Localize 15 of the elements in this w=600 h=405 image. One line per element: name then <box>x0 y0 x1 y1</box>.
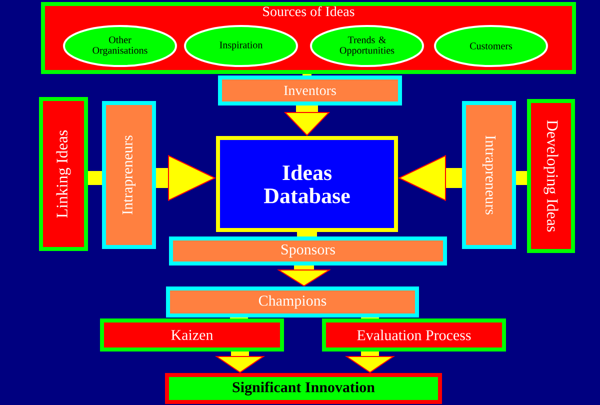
connector-bar <box>297 232 317 236</box>
connector-bar <box>302 74 312 76</box>
process-box: Linking Ideas <box>39 97 88 251</box>
database-box: Ideas Database <box>216 136 398 232</box>
process-box: Kaizen <box>100 318 284 352</box>
result-box: Significant Innovation <box>165 373 442 404</box>
role-box: Sponsors <box>169 236 447 266</box>
role-box: Champions <box>166 286 419 318</box>
process-box: Developing Ideas <box>527 99 575 253</box>
role-box: Intrapreneurs <box>462 101 516 249</box>
role-box: Inventors <box>218 76 402 106</box>
connector-bar <box>88 171 102 185</box>
role-box: Intrapreneurs <box>102 101 156 249</box>
process-box: Evaluation Process <box>322 318 506 352</box>
connector-bar <box>516 171 527 185</box>
